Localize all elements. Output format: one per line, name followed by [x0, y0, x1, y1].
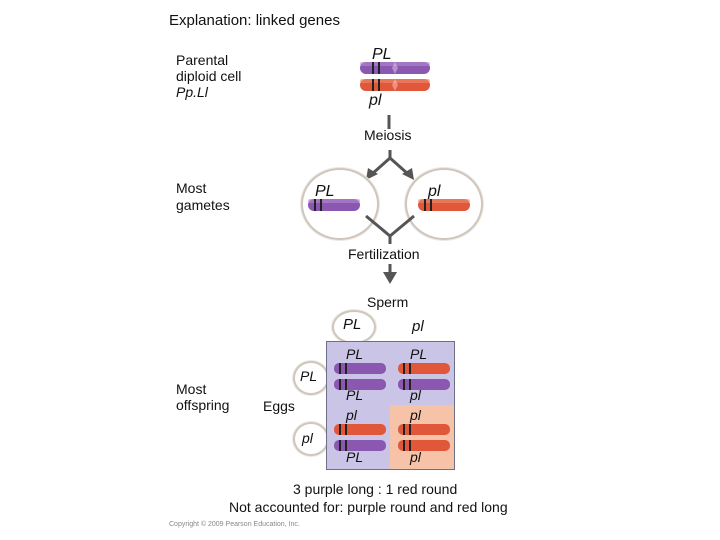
egg-allele-1: PL: [300, 368, 318, 384]
gametes-label-line2: gametes: [176, 197, 230, 213]
cell-2-chromosomes: [398, 363, 450, 390]
parental-genotype: Pp.Ll: [176, 84, 208, 100]
gametes-label-line1: Most: [176, 180, 207, 196]
cell-2-bottom-allele: pl: [410, 387, 421, 403]
parental-label-line1: Parental: [176, 52, 229, 68]
result-ratio: 3 purple long : 1 red round: [293, 481, 458, 497]
offspring-label-line1: Most: [176, 381, 207, 397]
sperm-allele-1: PL: [343, 316, 362, 333]
egg-cell-2: [293, 422, 329, 456]
parental-bottom-allele: pl: [369, 92, 382, 109]
gamete-left-allele: PL: [315, 183, 335, 200]
parental-label-line2: diploid cell: [176, 68, 242, 84]
meiosis-arrow: [387, 115, 391, 129]
result-note: Not accounted for: purple round and red …: [229, 499, 508, 515]
gamete-right-allele: pl: [428, 183, 441, 200]
punnett-cell-4: [390, 405, 455, 470]
eggs-label: Eggs: [263, 398, 295, 414]
cell-2-top-allele: PL: [410, 346, 428, 362]
chromosome-red-gamete: [418, 199, 470, 211]
parental-top-allele: PL: [372, 46, 392, 63]
egg-allele-2: pl: [302, 430, 313, 446]
chromosome-red-parental: [360, 79, 430, 91]
cell-1-top-allele: PL: [346, 346, 364, 362]
cell-3-bottom-allele: PL: [346, 449, 364, 465]
meiosis-label: Meiosis: [364, 127, 412, 143]
cell-4-chromosomes: [398, 424, 450, 451]
sperm-label: Sperm: [367, 294, 409, 310]
punnett-cell-3: [326, 405, 392, 470]
copyright: Copyright © 2009 Pearson Education, Inc.: [169, 521, 300, 528]
cell-1-bottom-allele: PL: [346, 387, 364, 403]
offspring-label-line2: offspring: [176, 397, 230, 413]
fertilization-arrows: [365, 214, 415, 284]
cell-3-chromosomes: [334, 424, 386, 451]
cell-4-bottom-allele: pl: [410, 449, 421, 465]
cell-3-top-allele: pl: [346, 407, 357, 423]
meiosis-split-arrows: [366, 150, 414, 180]
sperm-allele-2: pl: [412, 318, 424, 335]
page-title: Explanation: linked genes: [169, 12, 340, 29]
cell-4-top-allele: pl: [410, 407, 421, 423]
chromosome-purple-gamete: [308, 199, 360, 211]
egg-chromosomes-pl-upper: [334, 363, 386, 390]
sperm-cell-1: [332, 310, 376, 344]
fertilization-label: Fertilization: [348, 246, 420, 262]
chromosome-purple-parental: [360, 62, 430, 74]
